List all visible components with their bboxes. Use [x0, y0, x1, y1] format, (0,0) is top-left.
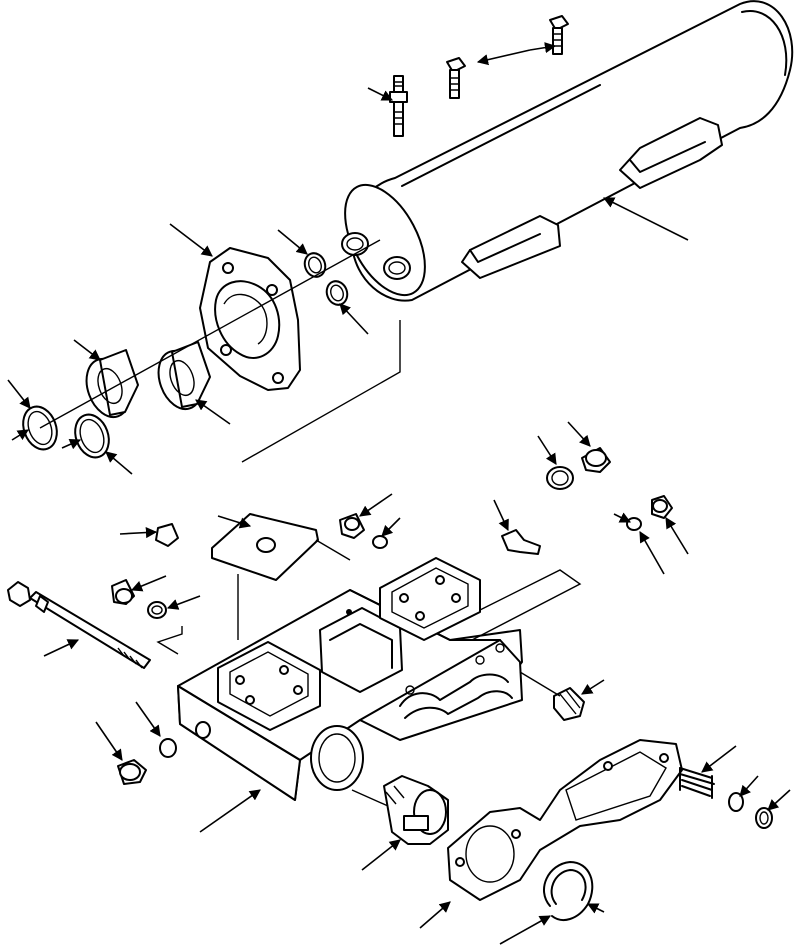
spring — [680, 768, 714, 798]
valve-cover-pad — [218, 642, 320, 730]
flanged-sleeve — [151, 342, 210, 415]
plug-icon — [156, 524, 178, 546]
relief-valve — [384, 776, 448, 844]
plug-icon — [112, 580, 134, 604]
plug-icon — [340, 514, 364, 538]
snap-ring — [544, 862, 592, 920]
o-ring — [323, 278, 350, 307]
washer — [729, 793, 743, 811]
cooler-cylinder — [329, 1, 793, 308]
fitting-icon — [502, 530, 540, 554]
valve-cover-pad — [380, 558, 480, 640]
long-cap-screw-icon — [8, 582, 150, 668]
o-ring — [160, 739, 176, 757]
o-ring — [627, 518, 641, 530]
o-ring — [301, 250, 328, 279]
adapter-plate — [200, 248, 300, 390]
o-ring — [373, 536, 387, 548]
cap-screw-bolt-icon — [447, 58, 465, 98]
gasket-plate — [212, 514, 318, 580]
flanged-sleeve — [79, 350, 138, 423]
leader-arrows — [8, 42, 790, 944]
plug-icon — [118, 760, 146, 784]
retaining-clip — [756, 808, 772, 828]
cover-gasket — [448, 740, 682, 900]
plug-icon — [582, 448, 610, 472]
o-ring — [547, 467, 573, 489]
plug-icon — [652, 496, 672, 518]
fitting-icon — [554, 688, 584, 720]
cap-screw-bolt-icon — [550, 16, 568, 54]
o-ring — [148, 602, 166, 618]
stud-bolt-icon — [390, 76, 407, 136]
